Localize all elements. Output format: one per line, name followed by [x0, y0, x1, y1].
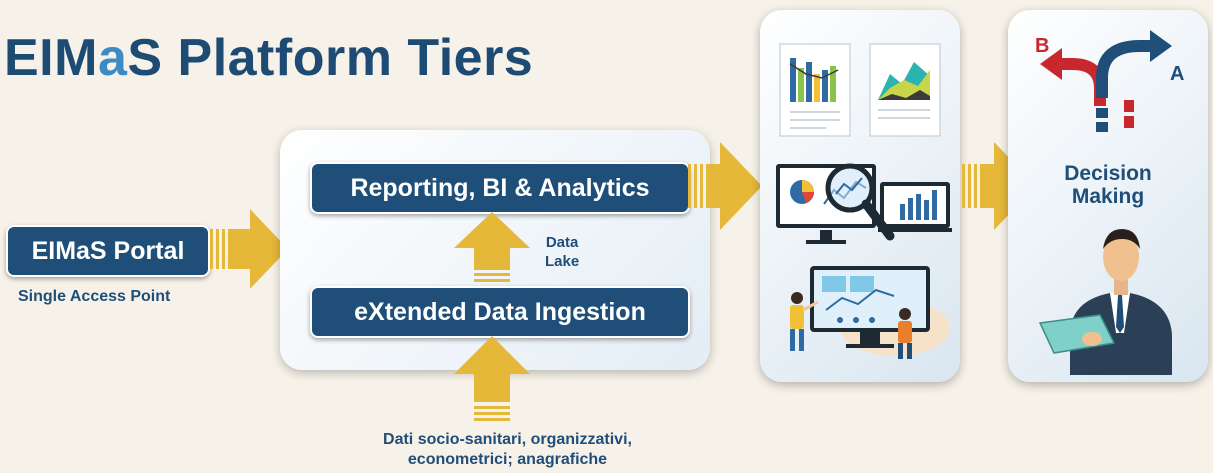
arrow-up-icon — [454, 212, 530, 282]
report-icon — [779, 43, 851, 137]
arrow-right-icon — [210, 209, 288, 289]
option-a-label: A — [1170, 63, 1185, 85]
data-sources-line2: econometrici; anagrafiche — [407, 451, 608, 468]
page-title: EIMaS Platform Tiers — [4, 28, 533, 88]
title-part1: EIM — [4, 29, 98, 87]
presentation-people-icon — [790, 266, 950, 359]
option-b-label: B — [1035, 35, 1050, 57]
data-lake-line1: Data — [545, 234, 579, 251]
businessman-icon — [1038, 229, 1172, 375]
title-accent: a — [97, 29, 128, 87]
magnifier-icon — [825, 163, 895, 241]
portal-subtitle: Single Access Point — [18, 288, 171, 305]
fork-arrow-icon — [1040, 30, 1172, 132]
decision-line2: Making — [1071, 185, 1145, 208]
title-part2: S Platform Tiers — [127, 29, 534, 87]
reporting-bi-analytics-box[interactable]: Reporting, BI & Analytics — [310, 162, 690, 214]
arrow-up-icon — [454, 336, 530, 421]
data-lake-line2: Lake — [545, 253, 580, 270]
area-chart-report-icon — [869, 43, 941, 137]
arrow-right-icon — [688, 142, 762, 230]
data-sources-line1: Dati socio-sanitari, organizzativi, — [383, 431, 632, 448]
extended-data-ingestion-box[interactable]: eXtended Data Ingestion — [310, 286, 690, 338]
data-sources-label: Dati socio-sanitari, organizzativi, econo… — [330, 430, 685, 470]
decision-line1: Decision — [1064, 162, 1152, 185]
portal-box[interactable]: EIMaS Portal — [6, 225, 210, 277]
